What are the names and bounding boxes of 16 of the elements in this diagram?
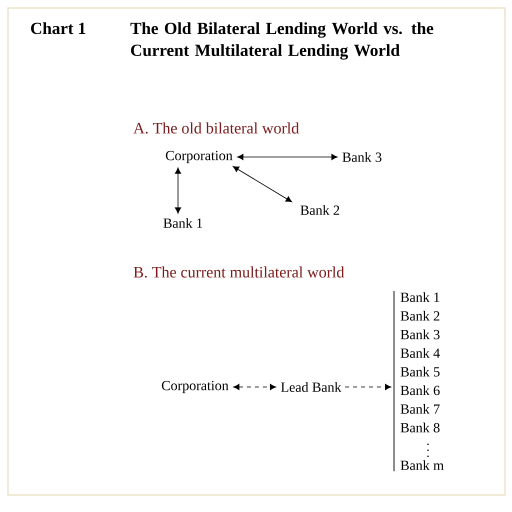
bank-label: Bank 2 [300,205,340,215]
bank-label: Bank 1 [163,218,202,228]
bank-label: Lead Bank [281,382,342,392]
bank-label: Corporation [166,150,232,164]
arrow [233,384,276,390]
section-heading: B. The current multilateral world [134,266,344,278]
arrow [237,154,338,160]
chart-number: Chart 1 [31,22,86,34]
title: The Old Bilateral Lending World vs. the Current Multilateral Lending World [130,22,434,60]
bank-list: Bank 1 Bank 2 Bank 3 Bank 4 Bank 5 Bank 6 Bank 7 Bank 8 Bank m [394,290,444,472]
bank-label: Bank 3 [342,152,382,162]
arrow [232,166,292,202]
bank-label: Corporation [162,380,228,394]
arrow [344,384,392,390]
arrow [174,168,182,214]
section-heading: A. The old bilateral world [133,122,300,134]
